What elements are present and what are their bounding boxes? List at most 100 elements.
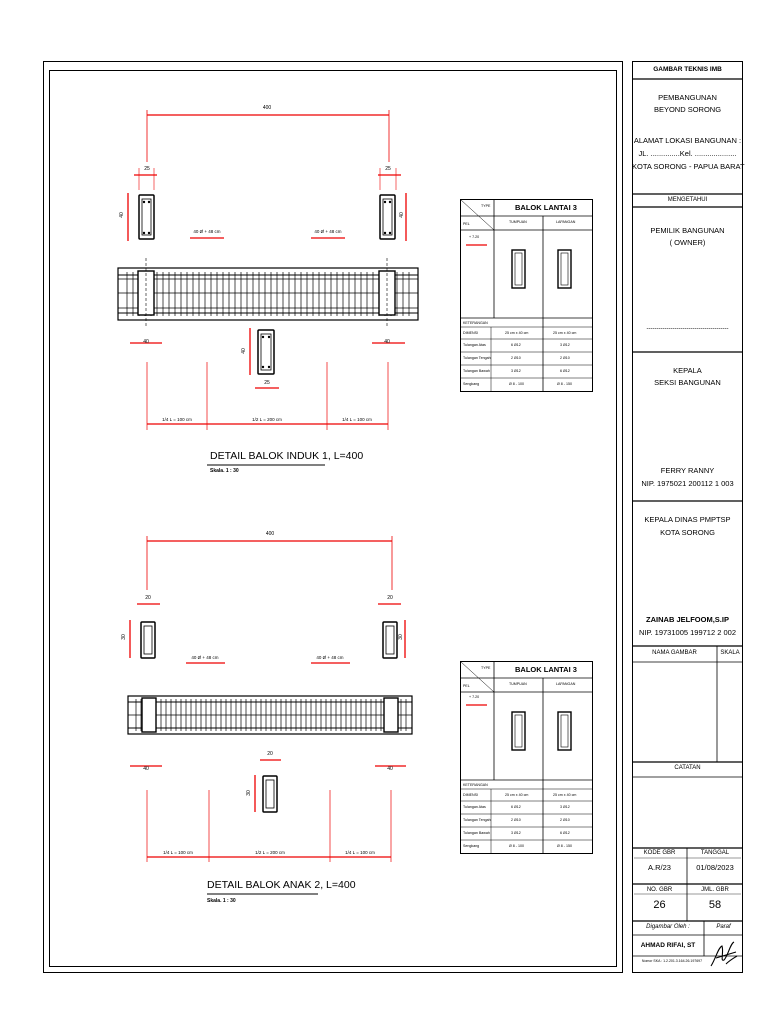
schedule-table-2: TYPE BALOK LANTAI 3 PEL TUMPUAN LAPANGAN… (460, 661, 593, 854)
tb-no-value: 26 (653, 899, 666, 911)
tb-mengetahui: MENGETAHUI (667, 197, 708, 203)
beam1-half: 1/2 L = 200 cm (252, 417, 282, 422)
beam2-title: DETAIL BALOK ANAK 2, L=400 (207, 879, 356, 891)
beam2-col-width-left: 20 (145, 595, 151, 601)
beam2-section-right (382, 621, 398, 659)
drawing-inner-frame (49, 70, 617, 967)
table1-col2: LAPANGAN (556, 220, 576, 224)
tb-dinas-name: ZAINAB JELFOOM,S.IP (646, 615, 729, 624)
table2-pel: PEL (463, 684, 470, 688)
beam1-scale: Skala. 1 : 30 (210, 468, 239, 474)
tb-jml-label: JML. GBR (701, 887, 729, 893)
beam1-elevation (117, 267, 419, 321)
beam1-quarter-left: 1/4 L = 100 cm (162, 417, 192, 422)
beam2-quarter-left: 1/4 L = 100 cm (163, 850, 193, 855)
table2-row2-tumpuan: 2 Ø10 (511, 818, 521, 822)
table2-row3-lapangan: 6 Ø12 (560, 831, 570, 835)
table1-row2-tumpuan: 2 Ø10 (511, 356, 521, 360)
tb-tanggal-value: 01/08/2023 (696, 863, 734, 872)
beam1-col-height-right: 40 (399, 212, 405, 218)
table1-col1: TUMPUAN (509, 220, 527, 224)
beam1-stirrup-left: 40 Ø + 48 cm (193, 229, 221, 234)
tb-tanggal-label: TANGGAL (700, 850, 730, 856)
tb-header: GAMBAR TEKNIS IMB (653, 66, 722, 73)
tb-jml-value: 58 (708, 899, 722, 911)
beam2-support-left: 40 (143, 766, 149, 772)
beam2-mid-width: 20 (267, 751, 273, 757)
beam2-mid-height: 30 (246, 790, 252, 796)
tb-dinas-line2: KOTA SORONG (660, 528, 715, 537)
beam2-support-right: 40 (387, 766, 393, 772)
tb-nama-gambar: NAMA GAMBAR (652, 650, 697, 656)
table1-row2-lapangan: 2 Ø10 (560, 356, 570, 360)
tb-ska: Nomor SKA : 1.2.201.3.164.26.197697 (641, 959, 703, 963)
table1-row3-label: Tulangan Bawah (463, 369, 490, 373)
table2-row4-label: Sengkang (463, 844, 480, 848)
beam1-section-mid (257, 329, 275, 375)
table1-row0-lapangan: 25 cm x 40 cm (553, 331, 577, 335)
tb-owner-line1: PEMILIK BANGUNAN (650, 226, 725, 235)
table1-row4-lapangan: Ø 8 - 150 (557, 382, 572, 386)
beam2-scale: Skala. 1 : 30 (207, 898, 236, 904)
tb-paraf-label: Paraf (716, 924, 731, 930)
table2-row0-lapangan: 25 cm x 40 cm (553, 793, 577, 797)
beam1-stirrup-right: 40 Ø + 48 cm (314, 229, 342, 234)
beam1-drawing (117, 110, 419, 466)
tb-kode-label: KODE GBR (643, 850, 676, 856)
beam2-stirrup-right: 40 Ø + 48 cm (316, 655, 344, 660)
tb-kepala-nip: NIP. 1975021 200112 1 003 (641, 479, 734, 488)
table1-pel: PEL (463, 222, 470, 226)
tb-drafter: AHMAD RIFAI, ST (640, 942, 696, 949)
table1-elev: + 7.20 (469, 235, 480, 239)
beam2-col-width-right: 20 (387, 595, 393, 601)
beam1-title: DETAIL BALOK INDUK 1, L=400 (210, 450, 364, 462)
table1-row3-tumpuan: 3 Ø12 (511, 369, 521, 373)
beam1-quarter-right: 1/4 L = 100 cm (342, 417, 372, 422)
beam1-col-width-right: 25 (385, 166, 391, 172)
beam1-section-left (138, 194, 155, 240)
table2-row0-tumpuan: 25 cm x 40 cm (505, 793, 529, 797)
drawing-frame (43, 61, 623, 973)
table2-row4-lapangan: Ø 8 - 150 (557, 844, 572, 848)
tb-no-label: NO. GBR (646, 887, 673, 893)
tb-kepala-name: FERRY RANNY (660, 466, 715, 475)
tb-skala: SKALA (720, 650, 740, 656)
beam2-section-left (140, 621, 156, 659)
table1-row4-label: Sengkang (463, 382, 480, 386)
tb-owner-line2: ( OWNER) (669, 238, 706, 247)
beam2-section-mid (262, 775, 278, 813)
table2-type: TYPE (481, 666, 491, 670)
table2-title: BALOK LANTAI 3 (515, 665, 577, 674)
beam1-mid-height: 40 (241, 348, 247, 354)
table2-elev: + 7.20 (469, 695, 480, 699)
table1-row0-tumpuan: 25 cm x 40 cm (505, 331, 529, 335)
beam2-col-height-right: 30 (398, 634, 404, 640)
table2-row1-lapangan: 3 Ø12 (560, 805, 570, 809)
beam2-col-height-left: 30 (121, 634, 127, 640)
table2-row1-tumpuan: 6 Ø12 (511, 805, 521, 809)
beam2-quarter-right: 1/4 L = 100 cm (345, 850, 375, 855)
beam1-span-label: 400 (262, 105, 272, 111)
table2-row2-lapangan: 2 Ø10 (560, 818, 570, 822)
title-block-lines (632, 78, 743, 957)
table1-row1-lapangan: 3 Ø12 (560, 343, 570, 347)
tb-kode-value: A.R/23 (648, 863, 671, 872)
tb-project-line2: BEYOND SORONG (653, 105, 722, 114)
signature-icon (710, 941, 738, 967)
table1-row2-label: Tulangan Tengah (463, 356, 491, 360)
table2-keterangan: KETERANGAN (463, 783, 488, 787)
tb-project-line1: PEMBANGUNAN (658, 93, 717, 102)
table2-row4-tumpuan: Ø 8 - 100 (509, 844, 524, 848)
tb-owner-sign: ----------------------------------------… (646, 326, 729, 332)
tb-dinas-line1: KEPALA DINAS PMPTSP (644, 515, 731, 524)
beam1-section-right (379, 194, 396, 240)
tb-kepala-line1: KEPALA (673, 366, 702, 375)
beam2-drawing (127, 536, 413, 895)
beam1-col-width-left: 25 (144, 166, 150, 172)
table1-title: BALOK LANTAI 3 (515, 203, 577, 212)
table1-row3-lapangan: 6 Ø12 (560, 369, 570, 373)
beam1-support-right: 40 (384, 339, 390, 345)
schedule-table-1: TYPE BALOK LANTAI 3 PEL TUMPUAN LAPANGAN… (460, 199, 593, 392)
tb-kepala-line2: SEKSI BANGUNAN (654, 378, 721, 387)
